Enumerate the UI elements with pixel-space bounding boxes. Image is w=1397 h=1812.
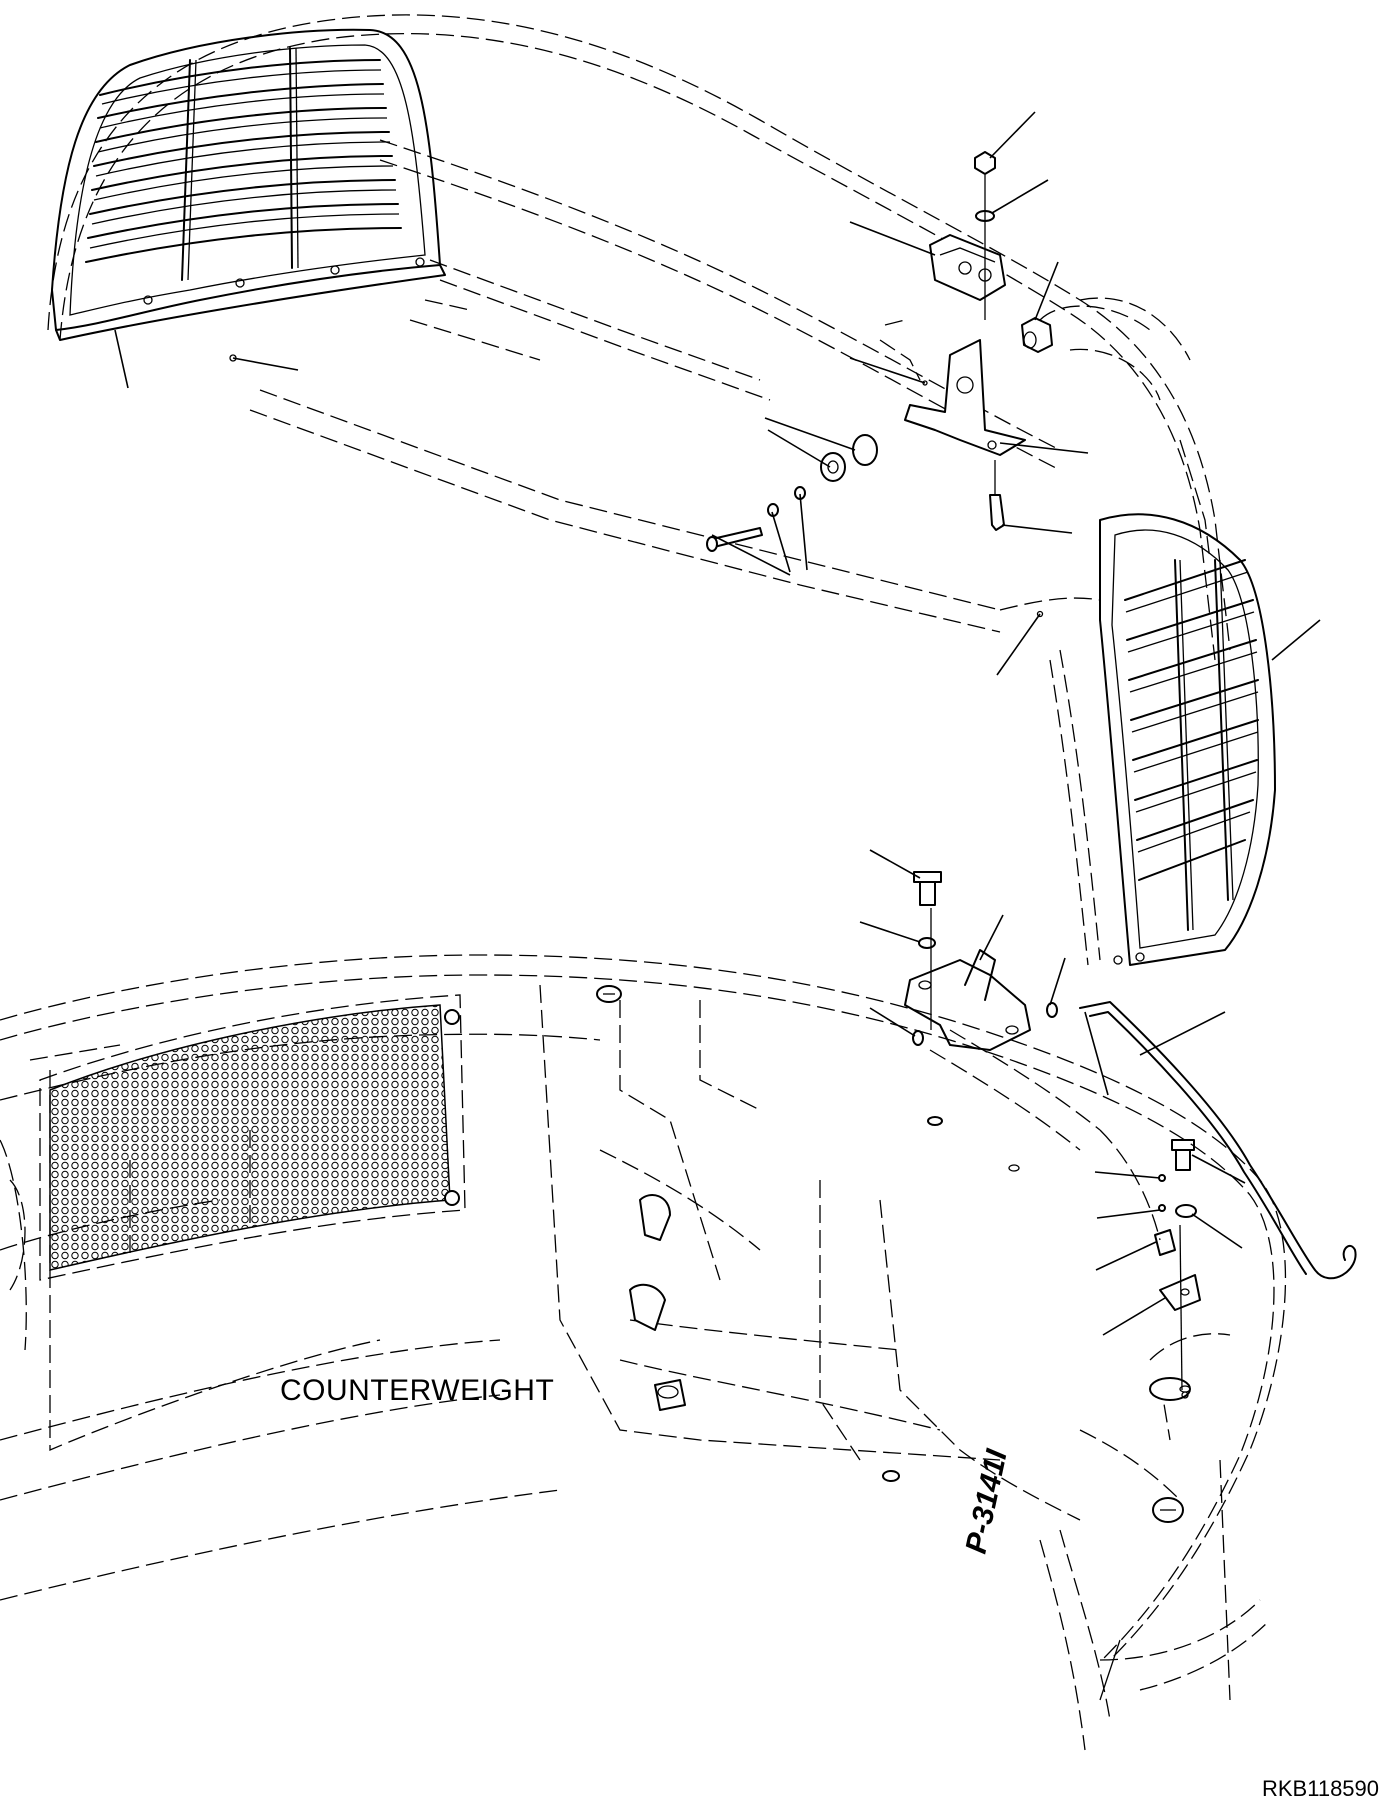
rod-holder-plate	[1159, 1274, 1201, 1311]
casting-mark-label: P-3141I	[960, 1446, 1014, 1556]
seal-washer	[852, 434, 878, 466]
lower-hinge-assembly	[904, 871, 1357, 1311]
hinge-washer	[918, 937, 936, 949]
rod-washer	[1175, 1204, 1197, 1218]
rod-bolt	[1175, 1147, 1191, 1171]
hood-cover-outline	[47, 14, 1231, 966]
pin	[989, 494, 1005, 531]
hinge-bolt	[919, 879, 936, 906]
counterweight-label: COUNTERWEIGHT	[280, 1374, 555, 1407]
leader-lines	[114, 111, 1321, 1391]
counterweight-castings	[596, 985, 1191, 1523]
clip	[1154, 1229, 1176, 1256]
upper-lock-assembly	[229, 151, 1053, 618]
lock-nut	[820, 452, 846, 482]
mesh-panel	[39, 994, 466, 1281]
right-louver-grille	[1099, 513, 1276, 966]
drawing-id-label: RKB118590	[1262, 1776, 1380, 1801]
striker	[929, 234, 1006, 301]
left-louver-grille	[51, 28, 446, 341]
support-rod	[1079, 1001, 1357, 1280]
lock-bracket	[904, 339, 1026, 456]
